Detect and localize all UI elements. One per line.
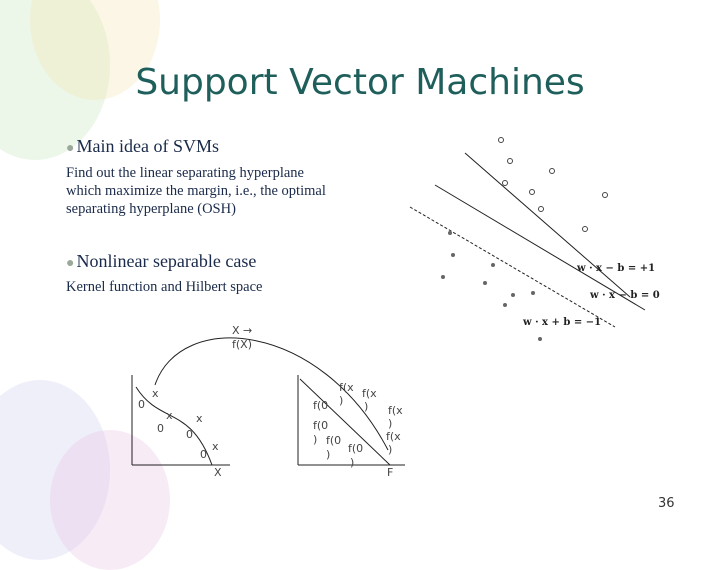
bullet-heading: Main idea of SVMs xyxy=(76,136,219,156)
feature-point: f(0 xyxy=(326,434,342,447)
feature-point: ) xyxy=(364,400,369,413)
margin-line-lower xyxy=(409,206,616,328)
class-x-points xyxy=(441,231,542,341)
bullet-heading: Nonlinear separable case xyxy=(76,251,257,271)
feature-point: ) xyxy=(388,417,393,430)
feature-point: ) xyxy=(339,394,344,407)
margin-line-upper xyxy=(464,152,631,298)
feature-point: f(0 xyxy=(313,399,329,412)
feature-point: f(x xyxy=(386,430,401,443)
mapping-arrow-curve xyxy=(154,337,389,451)
input-point: x xyxy=(152,387,159,400)
feature-point: f(x xyxy=(388,404,403,417)
main-idea-text: Find out the linear separating hyperplan… xyxy=(66,164,396,218)
separating-hyperplane xyxy=(434,184,646,311)
feature-point: ) xyxy=(388,443,393,456)
bullet-dot-icon: ● xyxy=(66,141,75,156)
equation-minus-one: w · x + b = −1 xyxy=(522,317,601,328)
input-point: x xyxy=(166,409,173,422)
input-decision-curve xyxy=(135,386,213,466)
feature-point: ) xyxy=(326,448,331,461)
bullet-dot-icon: ● xyxy=(66,256,75,271)
slide-title: Support Vector Machines xyxy=(135,62,585,103)
feature-space-label: F xyxy=(387,466,394,479)
feature-point: ) xyxy=(313,433,318,446)
feature-point: f(x xyxy=(339,381,354,394)
text-line: which maximize the margin, i.e., the opt… xyxy=(66,183,326,199)
feature-point: f(0 xyxy=(313,419,329,432)
svm-margin-figure: w · x − b = +1 w · x − b = 0 w · x + b =… xyxy=(409,137,660,341)
bullet-main-idea: ●Main idea of SVMs xyxy=(66,136,219,157)
input-point: 0 xyxy=(157,422,164,435)
feature-linear-separator xyxy=(299,378,391,466)
input-point: 0 xyxy=(186,428,193,441)
text-line: separating hyperplane (OSH) xyxy=(66,201,236,217)
feature-point: f(0 xyxy=(348,442,364,455)
feature-point: ) xyxy=(350,456,355,469)
text-line: Kernel function and Hilbert space xyxy=(66,279,263,295)
background-balloon xyxy=(0,380,110,560)
class-o-points xyxy=(498,137,608,232)
nonlinear-text: Kernel function and Hilbert space xyxy=(66,278,396,296)
input-point: 0 xyxy=(138,398,145,411)
input-space-label: X xyxy=(214,466,222,479)
kernel-mapping-figure xyxy=(131,337,405,466)
equation-zero: w · x − b = 0 xyxy=(589,290,660,301)
input-point: x xyxy=(212,440,219,453)
feature-point: f(x xyxy=(362,387,377,400)
mapping-label-line: f(X) xyxy=(232,338,252,351)
mapping-label-line: X → xyxy=(232,324,253,337)
bullet-nonlinear: ●Nonlinear separable case xyxy=(66,251,256,272)
equation-plus-one: w · x − b = +1 xyxy=(576,263,655,274)
page-number: 36 xyxy=(658,496,675,511)
input-point: x xyxy=(196,412,203,425)
text-line: Find out the linear separating hyperplan… xyxy=(66,165,304,181)
input-point: 0 xyxy=(200,448,207,461)
